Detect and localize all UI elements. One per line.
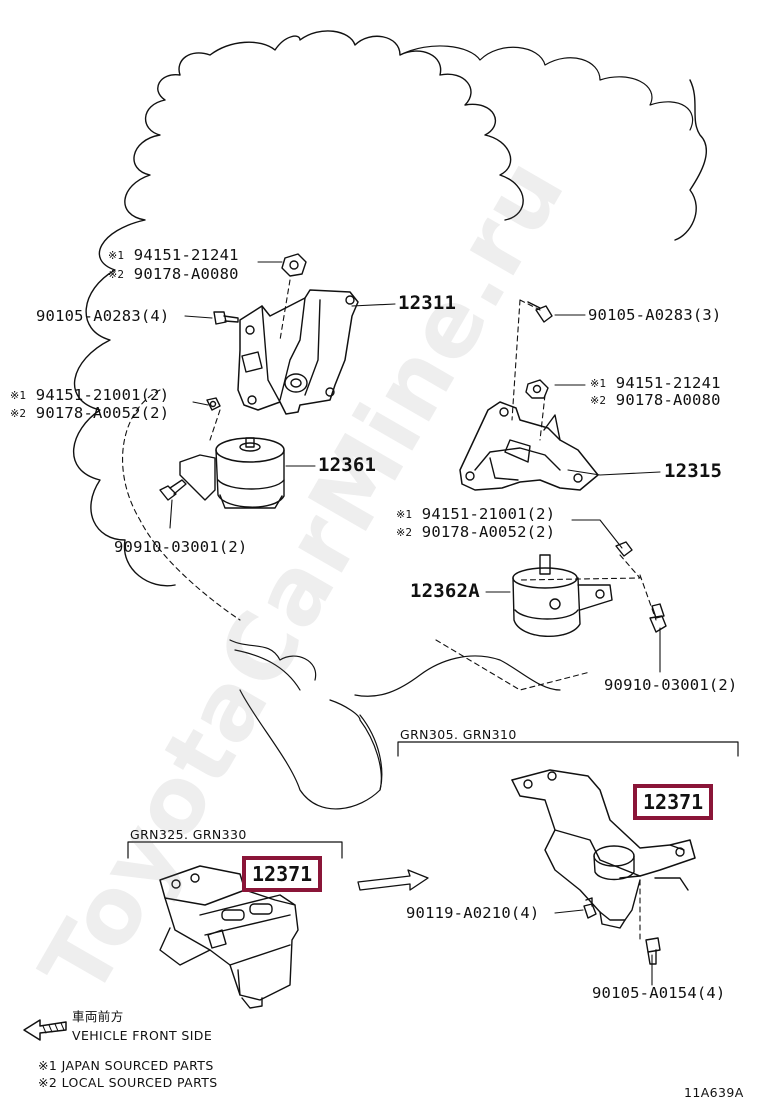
callout-90178-a0052-b: ※2 90178-A0052(2) (396, 523, 556, 541)
callout-12311[interactable]: 12311 (398, 292, 457, 314)
callout-94151-21241-a: ※1 94151-21241 (108, 246, 239, 264)
bolt-90119 (583, 897, 597, 919)
legend-note-2: ※2 LOCAL SOURCED PARTS (38, 1075, 218, 1090)
legend-direction-en: VEHICLE FRONT SIDE (72, 1028, 213, 1043)
mount-12371-right (511, 769, 696, 929)
callout-90910-03001-left[interactable]: 90910-03001(2) (114, 538, 248, 556)
bolt-90105-left (213, 311, 239, 325)
callout-90119-a0210[interactable]: 90119-A0210(4) (406, 904, 540, 922)
group-left-bracket (127, 841, 343, 859)
callout-90178-a0080-b: ※2 90178-A0080 (590, 391, 721, 409)
callout-90910-03001-right[interactable]: 90910-03001(2) (604, 676, 738, 694)
group-label-left: GRN325. GRN330 (130, 827, 247, 842)
callout-94151-21001-a: ※1 94151-21001(2) (10, 386, 170, 404)
engine-outline (72, 30, 707, 587)
mount-12362a (512, 554, 613, 637)
legend-direction-jp: 車両前方 (72, 1009, 124, 1024)
direction-arrow (357, 869, 429, 891)
group-right-bracket (397, 741, 739, 757)
bolt-90105-right (527, 301, 553, 323)
transmission-outline (229, 639, 561, 810)
callout-94151-21001-b: ※1 94151-21001(2) (396, 505, 556, 523)
nut-right (525, 379, 549, 399)
callout-12361[interactable]: 12361 (318, 454, 377, 476)
nut-top-left (281, 253, 307, 277)
callout-12362a[interactable]: 12362A (410, 580, 480, 602)
callout-90105-a0154[interactable]: 90105-A0154(4) (592, 984, 726, 1002)
highlight-12371-right[interactable]: 12371 (633, 784, 714, 820)
callout-12315[interactable]: 12315 (664, 460, 723, 482)
callout-94151-21241-b: ※1 94151-21241 (590, 374, 721, 392)
mount-12361 (179, 437, 285, 509)
bolt-90105-a0154 (645, 937, 661, 965)
callout-90105-a0283-3[interactable]: 90105-A0283(3) (588, 306, 722, 324)
callout-90105-a0283-4[interactable]: 90105-A0283(4) (36, 307, 170, 325)
illustration-code: 11A639A (684, 1085, 744, 1100)
callout-90178-a0080-a: ※2 90178-A0080 (108, 265, 239, 283)
highlight-12371-left[interactable]: 12371 (242, 856, 323, 892)
group-label-right: GRN305. GRN310 (400, 727, 517, 742)
bracket-12315 (459, 401, 599, 491)
callout-90178-a0052-a: ※2 90178-A0052(2) (10, 404, 170, 422)
legend-note-1: ※1 JAPAN SOURCED PARTS (38, 1058, 214, 1073)
bolt-90910-right (649, 603, 667, 633)
bolt-90910-left (159, 479, 187, 501)
bracket-12311 (237, 289, 359, 415)
